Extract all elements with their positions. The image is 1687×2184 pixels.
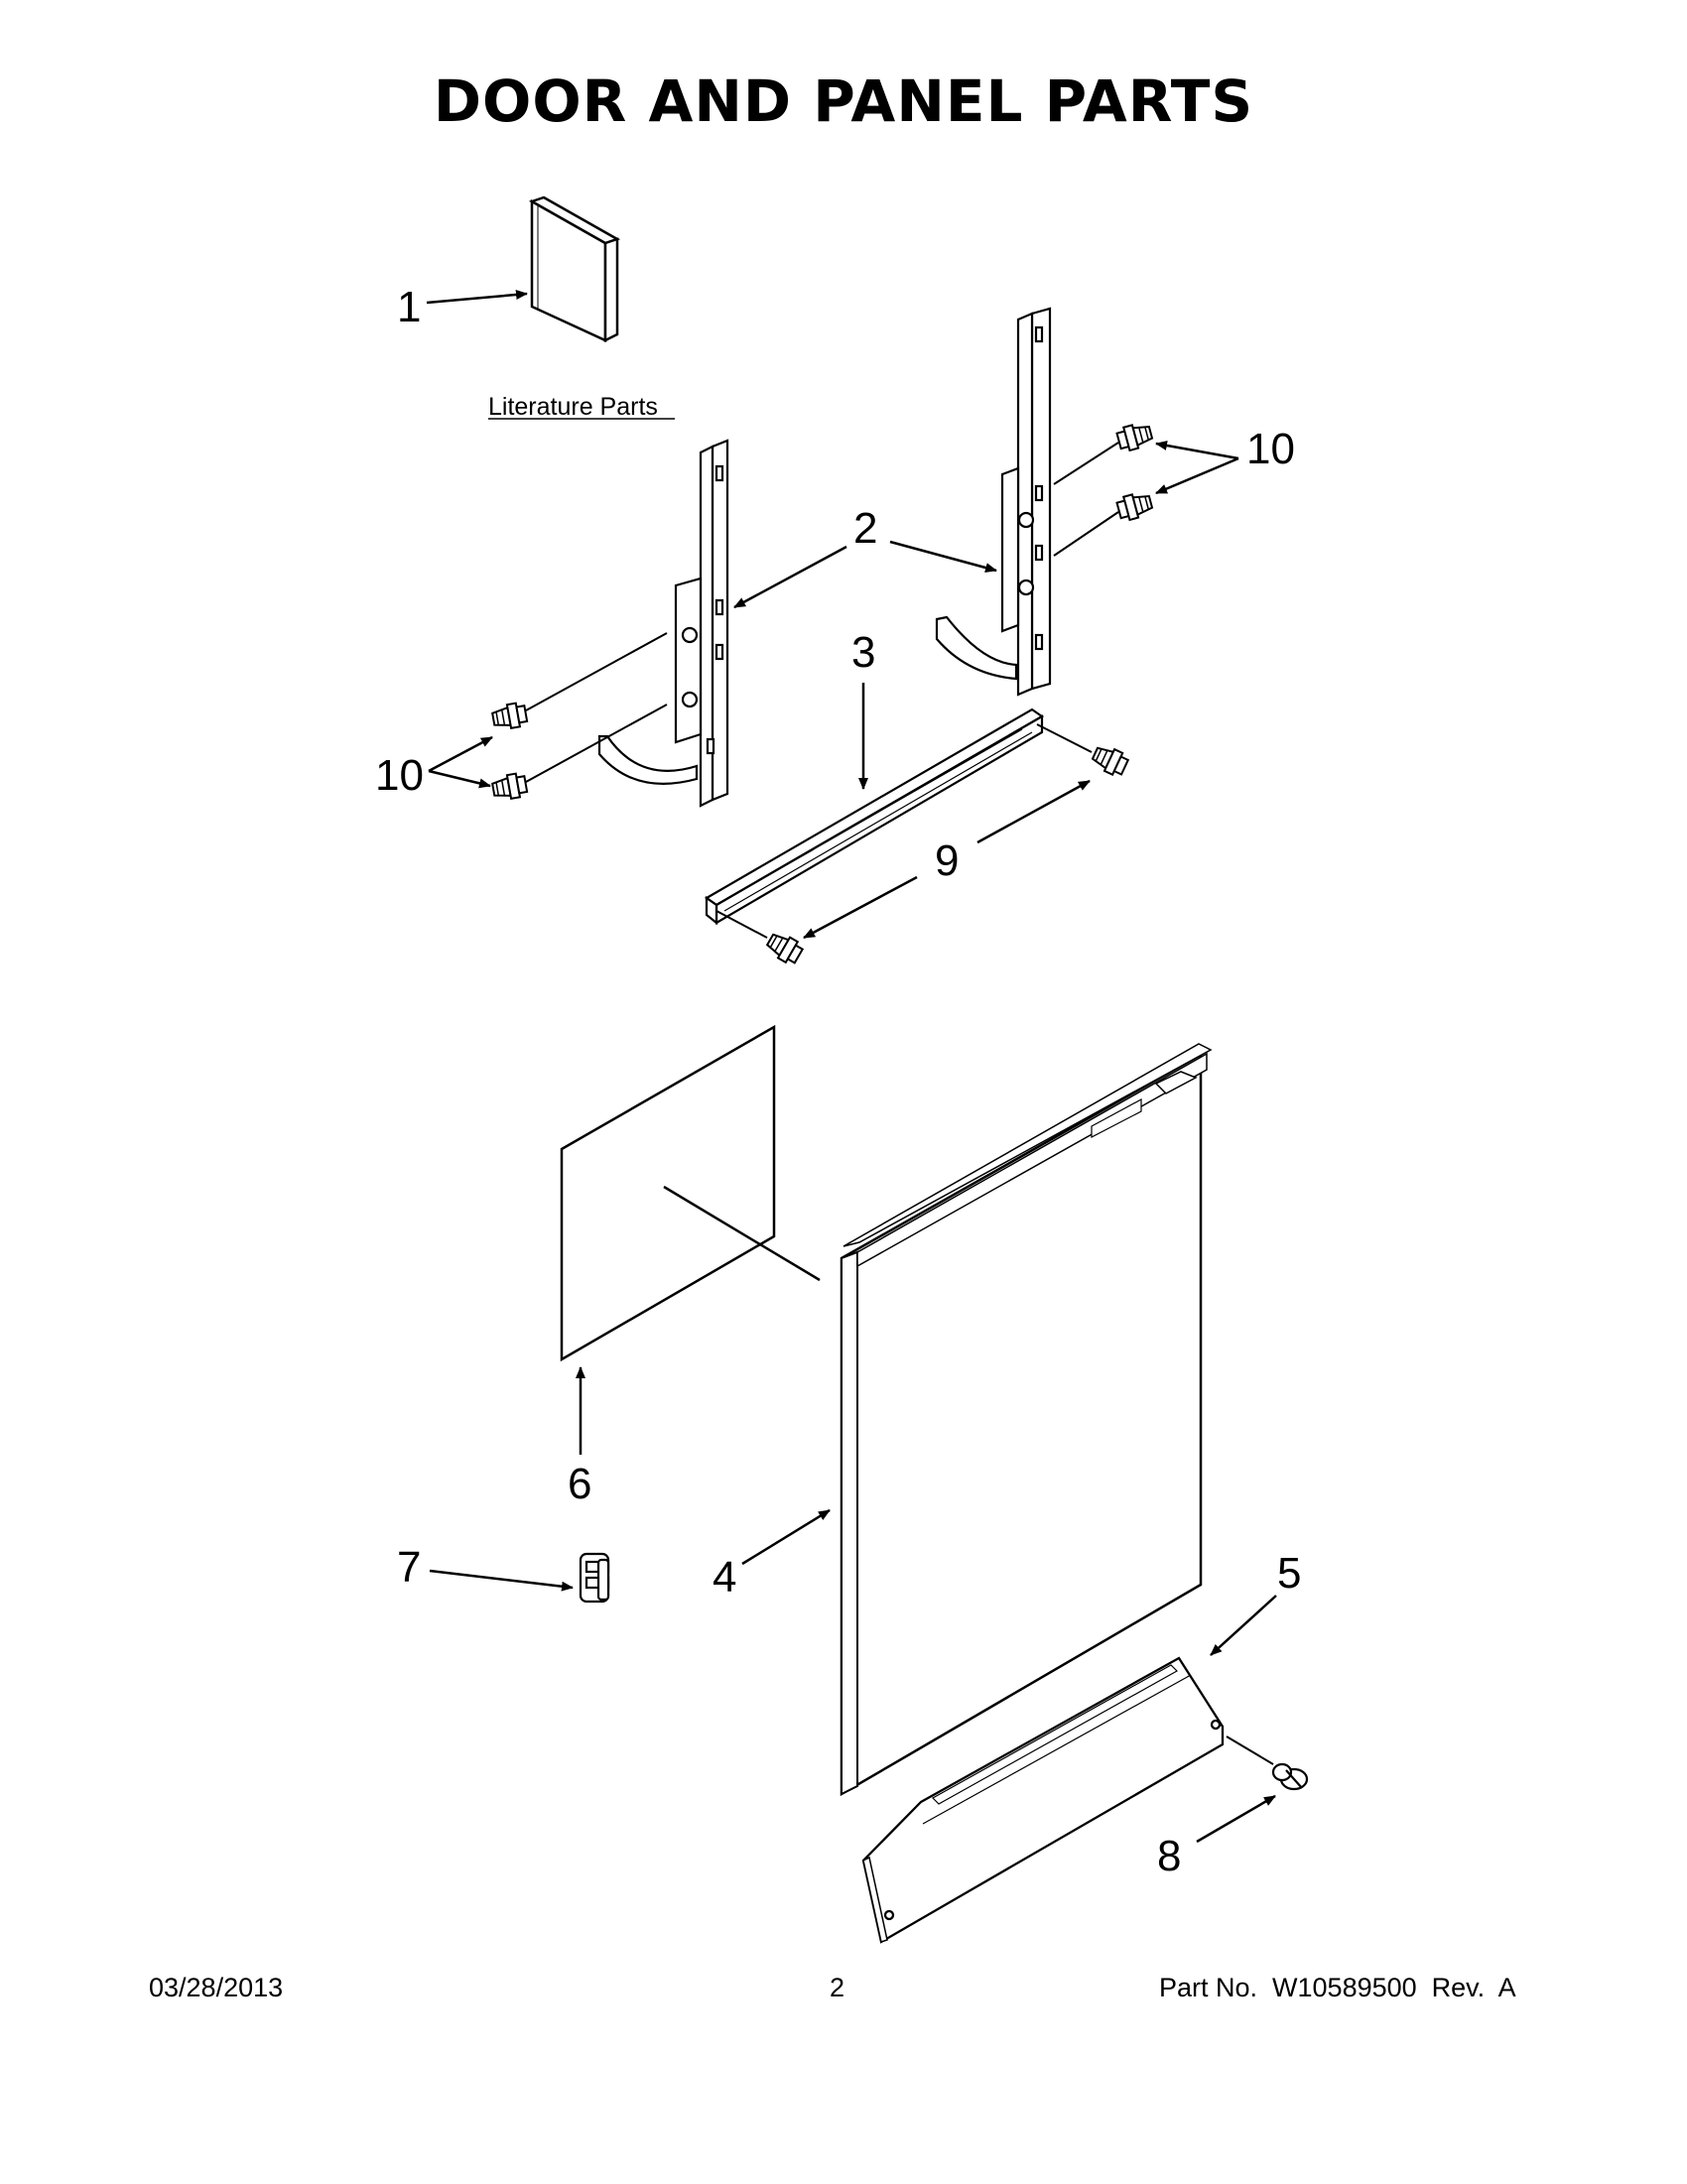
callout-10-left: 10 [375,751,424,800]
screw-line-left-upper [525,632,668,711]
leader-1 [426,289,528,305]
screw-9-left [763,928,806,967]
toe-kick-panel [861,1656,1225,1944]
callout-4: 4 [713,1553,736,1602]
callout-2: 2 [853,504,877,553]
leader-9-left [803,875,918,940]
screw-10-right-lower [1114,489,1155,523]
callout-8: 8 [1157,1832,1181,1880]
leader-10-left-a [428,735,493,773]
screw-line-left-lower [525,704,668,783]
footer-page-number: 2 [830,1973,845,2002]
screw-9-right [1089,741,1131,780]
leader-10-left-b [428,769,491,789]
callout-10-right: 10 [1246,425,1295,473]
door-rail [704,707,1045,926]
screw-line-9-left [715,910,768,939]
door-clip [579,1552,610,1604]
screw-line-8 [1226,1735,1274,1765]
screw-line-right-upper [1053,442,1119,485]
callout-6: 6 [568,1460,591,1508]
screw-line-right-lower [1053,511,1119,557]
callout-9: 9 [935,836,959,885]
screw-10-left-lower [490,771,529,803]
page-title: DOOR AND PANEL PARTS [433,67,1254,135]
leader-4 [741,1508,831,1566]
screw-10-right-upper [1114,420,1155,453]
literature-parts-label: Literature Parts [488,393,658,421]
callout-3: 3 [851,628,875,677]
callout-7: 7 [397,1543,421,1592]
left-hinge-bracket [597,439,729,808]
footer-date: 03/28/2013 [149,1973,284,2002]
leader-7 [429,1569,574,1592]
outer-door-panel [840,1043,1213,1797]
leader-2-right [889,540,997,573]
footer-part-number: Part No. W10589500 Rev. A [1159,1973,1516,2002]
panel-connector-line [663,1185,821,1282]
right-hinge-bracket [935,307,1052,697]
leader-10-right-b [1155,456,1239,495]
thumb-screw [1271,1762,1309,1791]
leader-10-right-a [1155,441,1239,460]
leader-8 [1196,1794,1276,1844]
leader-2-left [733,545,847,609]
leader-9-right [976,779,1091,844]
callout-1: 1 [397,283,421,331]
screw-10-left-upper [490,701,529,732]
callout-5: 5 [1277,1549,1301,1598]
insulation-panel [560,1024,776,1362]
leader-5 [1210,1595,1277,1656]
literature-book [528,195,621,343]
screw-line-9-right [1036,723,1093,753]
